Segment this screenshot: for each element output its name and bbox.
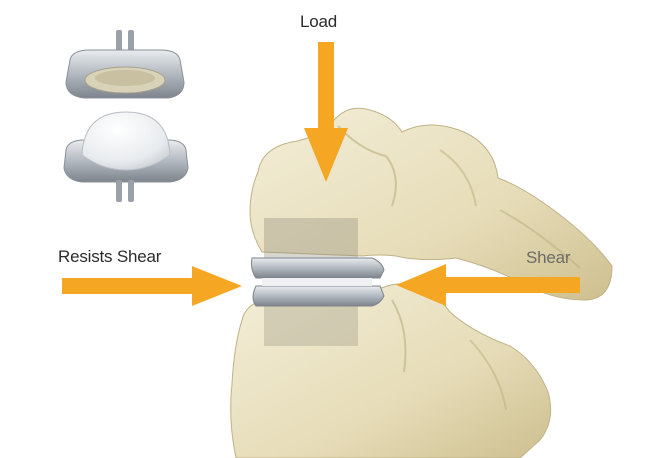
implant-top-icon <box>66 30 184 98</box>
resists-shear-label: Resists Shear <box>58 247 161 267</box>
load-label: Load <box>300 12 337 32</box>
resists-shear-arrow <box>62 266 242 306</box>
installed-implant <box>252 258 385 306</box>
shear-label: Shear <box>526 248 570 268</box>
implant-bottom-icon <box>64 112 188 202</box>
lower-vertebra <box>231 284 551 458</box>
